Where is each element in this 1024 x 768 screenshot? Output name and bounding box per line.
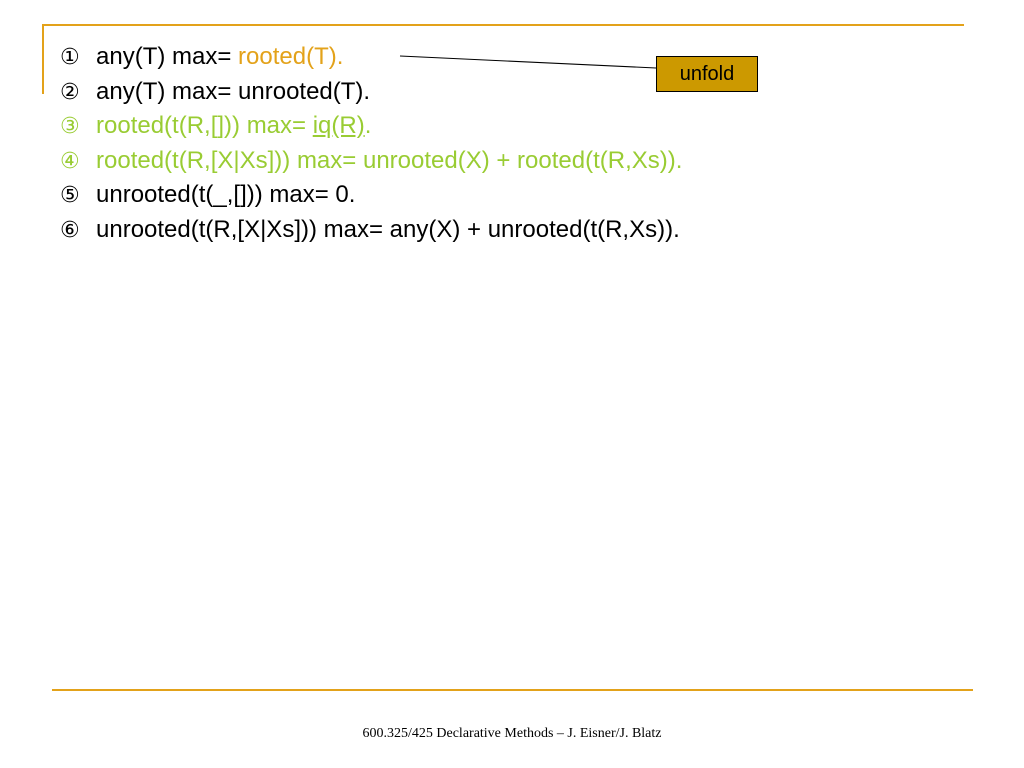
rule-line-6: ⑥ unrooted(t(R,[X|Xs])) max= any(X) + unr… xyxy=(60,213,682,248)
rule-number: ① xyxy=(60,45,80,70)
rule-line-1: ① any(T) max= rooted(T). xyxy=(60,40,682,75)
unfold-callout: unfold xyxy=(656,56,758,92)
left-rule xyxy=(42,24,44,94)
rule-text: rooted(t(R,[X|Xs])) max= unrooted(X) + r… xyxy=(96,146,683,174)
rule-line-2: ② any(T) max= unrooted(T). xyxy=(60,75,682,110)
rule-line-3: ③ rooted(t(R,[])) max= iq(R). xyxy=(60,109,682,144)
footer-text: 600.325/425 Declarative Methods – J. Eis… xyxy=(362,726,662,741)
rule-list: ① any(T) max= rooted(T). ② any(T) max= unr… xyxy=(60,40,682,247)
rule-text: unrooted(t(R,[X|Xs])) max= any(X) + unro… xyxy=(96,215,680,243)
rule-number: ⑤ xyxy=(60,183,80,208)
rule-text: any(T) max= xyxy=(96,43,239,70)
rule-text: rooted(t(R,[])) max= xyxy=(96,112,313,139)
rule-text-suffix: . xyxy=(364,112,372,139)
rule-text: unrooted(t(_,[])) max= 0. xyxy=(96,181,356,208)
bottom-rule xyxy=(52,689,973,691)
rule-line-4: ④ rooted(t(R,[X|Xs])) max= unrooted(X) + … xyxy=(60,144,682,179)
rule-text: any(T) max= unrooted(T). xyxy=(96,77,371,105)
rule-number: ② xyxy=(60,79,80,105)
rule-number: ④ xyxy=(60,148,80,174)
rule-line-5: ⑤ unrooted(t(_,[])) max= 0. xyxy=(60,178,682,213)
top-rule xyxy=(42,24,964,26)
rule-underlined-text: iq(R) xyxy=(312,112,365,139)
rule-number: ⑥ xyxy=(60,217,80,243)
rule-number: ③ xyxy=(60,114,80,139)
rule-highlight-text: rooted(T). xyxy=(238,43,344,70)
